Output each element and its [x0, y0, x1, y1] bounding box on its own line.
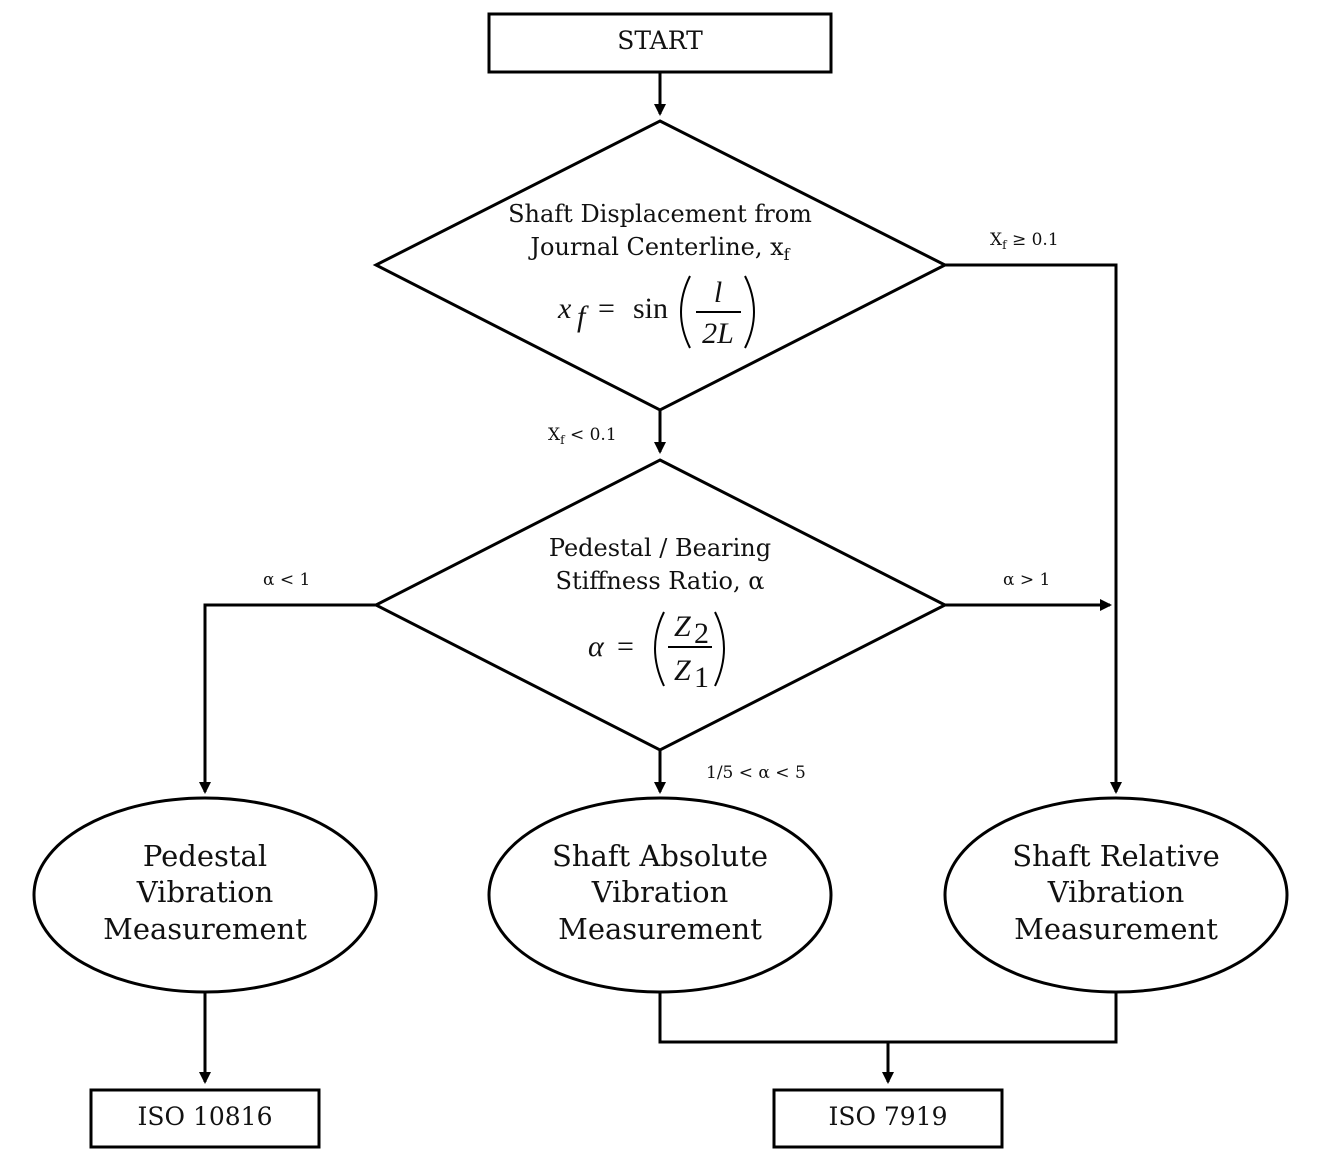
- decision2-line1: Pedestal / Bearing: [549, 534, 771, 562]
- decision-shaft-displacement: Shaft Displacement from Journal Centerli…: [372, 119, 949, 412]
- absolute-line2: Vibration: [591, 875, 729, 909]
- condition-alpha-gt-1: α > 1: [1003, 570, 1050, 590]
- formula1-denominator: 2L: [702, 317, 734, 350]
- pedestal-line2: Vibration: [136, 875, 274, 909]
- displacement-formula: x f = sin l 2L: [557, 275, 755, 350]
- iso-7919-node: ISO 7919: [772, 1088, 1004, 1149]
- formula2-denominator-sub: 1: [694, 661, 709, 694]
- formula2-equals: =: [617, 630, 634, 663]
- formula2-numerator-sub: 2: [694, 617, 709, 650]
- pedestal-vibration-node: Pedestal Vibration Measurement: [32, 796, 378, 994]
- start-node: START: [487, 12, 833, 74]
- decision1-line2: Journal Centerline, xf: [527, 233, 790, 264]
- iso-10816-node: ISO 10816: [89, 1088, 321, 1149]
- connector-decision1-to-relative: [945, 263, 1122, 794]
- formula2-lhs: α: [588, 630, 605, 663]
- relative-line3: Measurement: [1014, 912, 1218, 946]
- formula2-left-paren: [654, 611, 665, 687]
- formula1-lhs: x: [557, 292, 572, 325]
- formula1-left-paren: [680, 275, 691, 349]
- iso-7919-label: ISO 7919: [828, 1102, 947, 1131]
- relative-line2: Vibration: [1047, 875, 1185, 909]
- connector-shaft-merge: [658, 992, 1118, 1044]
- pedestal-line3: Measurement: [103, 912, 307, 946]
- condition-xf-lt: Xf < 0.1: [548, 425, 617, 447]
- condition-alpha-lt-1: α < 1: [263, 570, 310, 590]
- start-label: START: [617, 26, 703, 55]
- stiffness-formula: α = Z 2 Z 1: [588, 610, 725, 694]
- condition-xf-ge: Xf ≥ 0.1: [990, 230, 1059, 252]
- pedestal-line1: Pedestal: [143, 839, 267, 873]
- condition-alpha-range: 1/5 < α < 5: [706, 763, 806, 783]
- shaft-relative-vibration-node: Shaft Relative Vibration Measurement: [943, 796, 1289, 994]
- absolute-line3: Measurement: [558, 912, 762, 946]
- relative-line1: Shaft Relative: [1012, 839, 1219, 873]
- formula2-numerator: Z: [674, 610, 691, 643]
- iso-10816-label: ISO 10816: [138, 1102, 273, 1131]
- formula2-denominator: Z: [674, 654, 691, 687]
- shaft-absolute-vibration-node: Shaft Absolute Vibration Measurement: [487, 796, 833, 994]
- connector-decision2-to-pedestal: [199, 603, 376, 794]
- formula2-right-paren: [714, 611, 725, 687]
- formula1-equals: =: [598, 292, 615, 325]
- formula1-numerator: l: [714, 276, 722, 309]
- absolute-line1: Shaft Absolute: [552, 839, 768, 873]
- decision-stiffness-ratio: Pedestal / Bearing Stiffness Ratio, α α …: [372, 458, 949, 752]
- decision1-line1: Shaft Displacement from: [508, 200, 812, 228]
- formula1-right-paren: [744, 275, 755, 349]
- formula1-func: sin: [633, 292, 668, 325]
- decision2-line2: Stiffness Ratio, α: [556, 567, 765, 595]
